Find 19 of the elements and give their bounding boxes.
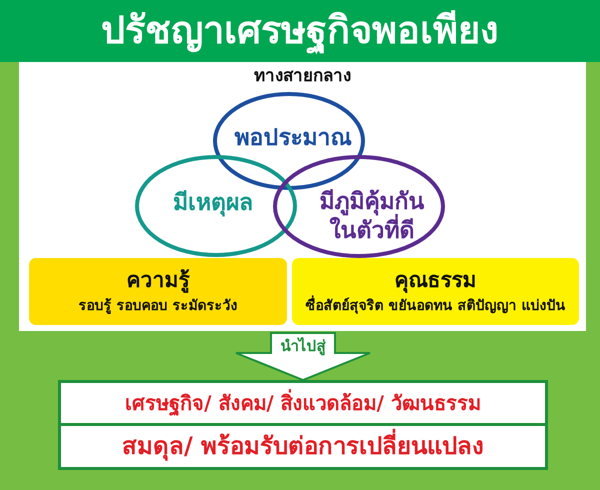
title: ปรัชญาเศรษฐกิจพอเพียง [101, 9, 499, 53]
oval-label: พอประมาณ [234, 124, 352, 152]
panel-heading: ทางสายกลาง [254, 65, 351, 88]
oval-label: มีภูมิคุ้มกัน ในตัวที่ดี [318, 188, 426, 246]
panel [19, 62, 586, 331]
result-box [58, 380, 548, 426]
oval-label: มีเหตุผล [173, 188, 253, 218]
result-box [58, 426, 548, 470]
oval [135, 155, 297, 257]
box-heading: ความรู้ [126, 267, 190, 295]
box-text: รอบรู้ รอบคอบ ระมัดระวัง [78, 296, 238, 316]
box-heading: คุณธรรม [394, 267, 476, 295]
oval [213, 92, 365, 190]
oval [273, 155, 445, 258]
result-text: เศรษฐกิจ/ สังคม/ สิ่งแวดล้อม/ วัฒนธรรม [125, 391, 481, 415]
edge-label: นำไปสู่ [280, 337, 326, 355]
box-text: ซื่อสัตย์สุจริต ขยันอดทน สติปัญญา แบ่งปัน [306, 296, 566, 316]
info-box [292, 258, 579, 325]
info-box [29, 258, 287, 325]
